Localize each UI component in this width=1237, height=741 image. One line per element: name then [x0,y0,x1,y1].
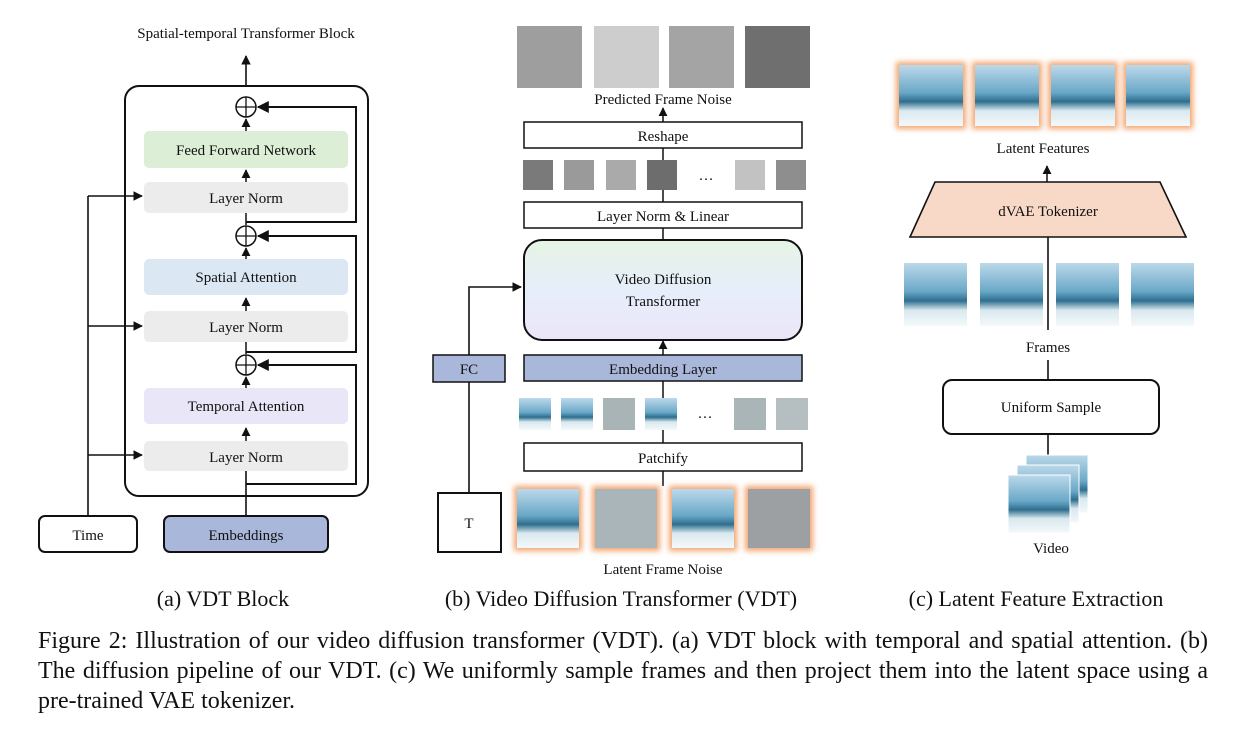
embedding-layer-label: Embedding Layer [609,362,717,378]
embeddings-label: Embeddings [209,528,284,544]
frame-2 [980,263,1043,326]
noise-frame-1 [517,26,582,88]
layer-norm-3-label: Layer Norm [209,191,283,207]
latent-feature-3 [1051,65,1115,126]
ffn-box [144,131,348,168]
layer-norm-linear-box [523,201,803,229]
vdt-box [523,239,803,341]
latent-noise-frame-1 [517,489,579,548]
block-title: Spatial-temporal Transformer Block [137,26,355,42]
subcaption-a: (a) VDT Block [157,586,289,611]
tokenizer-label: dVAE Tokenizer [998,204,1098,220]
fc-box [432,354,506,383]
patch-6 [776,398,808,430]
panel-b: Predicted Frame Noise Reshape … Layer No… [432,26,813,611]
panel-a: Spatial-temporal Transformer Block Feed … [38,26,369,611]
video-stack [1007,454,1089,534]
t-label: T [464,516,473,532]
layer-norm-1-label: Layer Norm [209,450,283,466]
latent-noise-label: Latent Frame Noise [603,562,722,578]
frame-1 [904,263,967,326]
figure-caption: Figure 2: Illustration of our video diff… [38,628,1208,714]
patchify-label: Patchify [638,451,688,467]
tokenizer-box [908,181,1188,238]
panel-c: Latent Features dVAE Tokenizer Frames Un… [896,62,1194,611]
uniform-sample-box [942,379,1160,435]
reshape-label: Reshape [638,129,689,145]
patch-4 [645,398,677,430]
latent-features-label: Latent Features [997,141,1090,157]
fc-label: FC [460,362,478,378]
time-label: Time [72,528,103,544]
noise-frame-2 [594,26,659,88]
token-ellipsis: … [699,168,714,184]
token-5 [735,160,765,190]
vdt-label-line2: Transformer [626,294,700,310]
token-6 [776,160,806,190]
embedding-layer-box [523,354,803,382]
subcaption-c: (c) Latent Feature Extraction [909,586,1164,611]
layer-norm-linear-label: Layer Norm & Linear [597,209,729,225]
patch-1 [519,398,551,430]
ffn-label: Feed Forward Network [176,143,316,159]
spatial-attention-label: Spatial Attention [195,270,297,286]
token-2 [564,160,594,190]
latent-noise-frame-2 [595,489,657,548]
patchify-box [523,442,803,472]
patch-2 [561,398,593,430]
latent-feature-2 [975,65,1039,126]
patch-ellipsis: … [698,406,713,422]
token-1 [523,160,553,190]
video-label: Video [1033,541,1069,557]
latent-noise-frame-3 [672,489,734,548]
token-4 [647,160,677,190]
latent-feature-4 [1126,65,1190,126]
token-3 [606,160,636,190]
spatial-attention-box [144,259,348,295]
layer-norm-3 [144,182,348,213]
layer-norm-2 [144,311,348,342]
uniform-sample-label: Uniform Sample [1001,400,1102,416]
frame-4 [1131,263,1194,326]
latent-feature-frames [896,62,1193,129]
predicted-noise-label: Predicted Frame Noise [594,92,732,108]
reshape-box [523,121,803,149]
embeddings-box [163,515,329,553]
latent-noise-frames [514,486,813,551]
latent-noise-frame-4 [748,489,810,548]
frames-label: Frames [1026,340,1070,356]
subcaption-b: (b) Video Diffusion Transformer (VDT) [445,586,797,611]
temporal-attention-box [144,388,348,424]
frame-3 [1056,263,1119,326]
time-box [38,515,138,553]
layer-norm-1 [144,441,348,471]
patch-5 [734,398,766,430]
noise-frame-3 [669,26,734,88]
layer-norm-2-label: Layer Norm [209,320,283,336]
temporal-attention-label: Temporal Attention [188,399,305,415]
t-box [437,492,502,553]
latent-feature-1 [899,65,963,126]
vdt-label-line1: Video Diffusion [615,272,712,288]
noise-frame-4 [745,26,810,88]
patch-3 [603,398,635,430]
